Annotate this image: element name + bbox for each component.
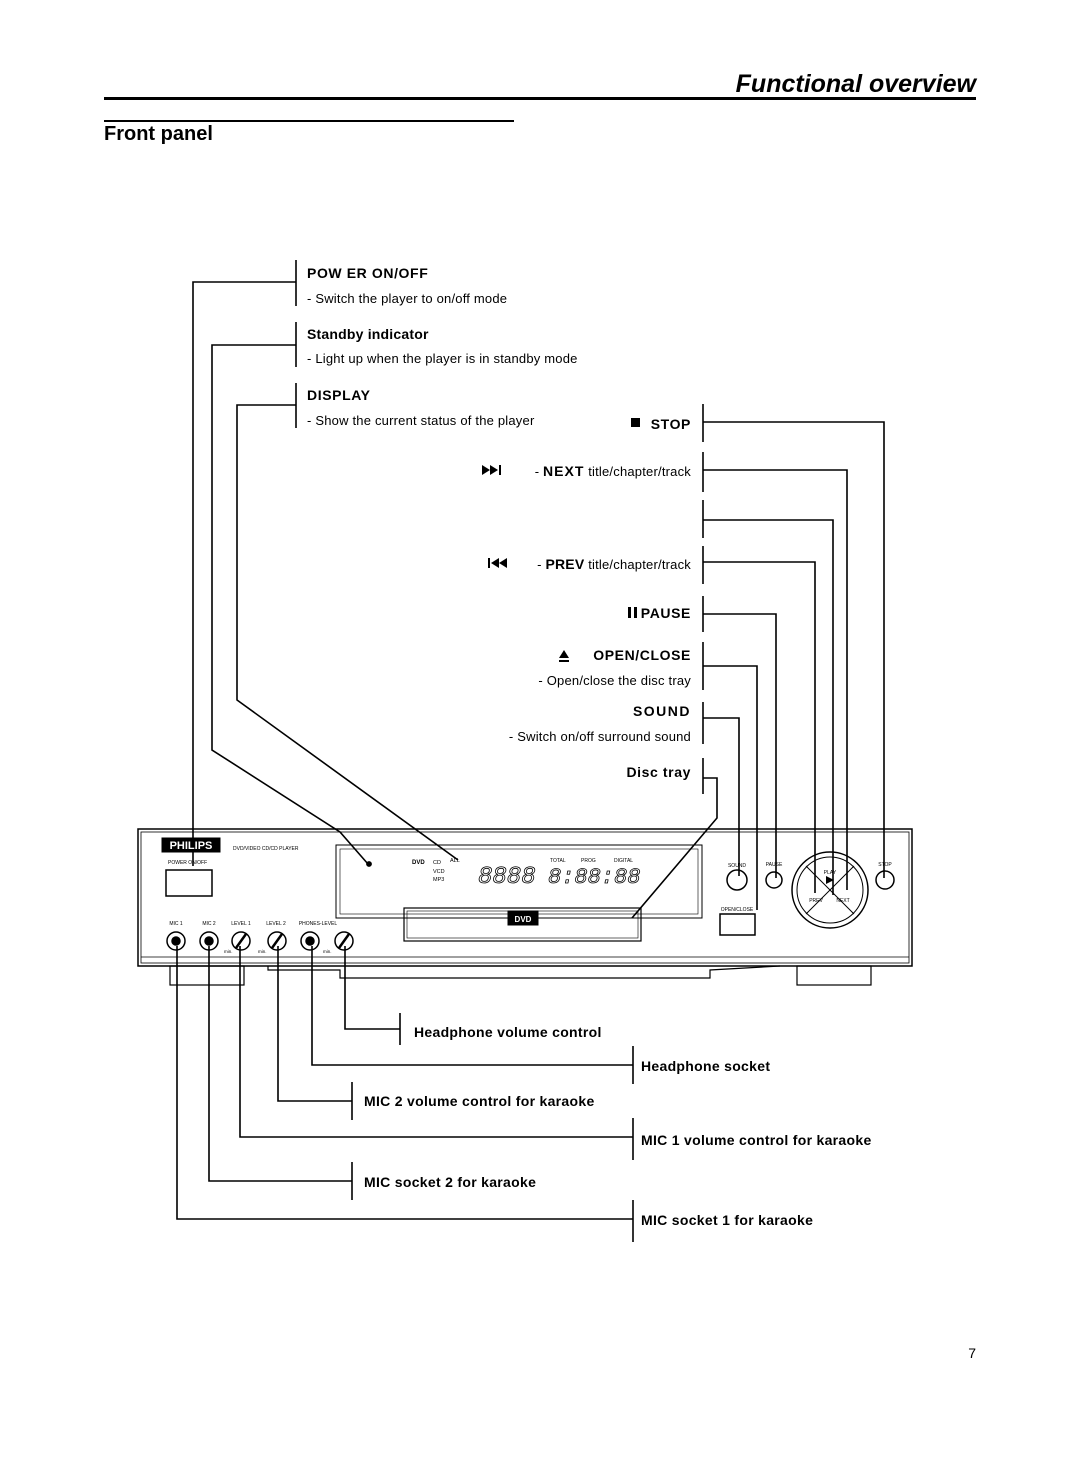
svg-text:DVD: DVD bbox=[412, 860, 425, 866]
stop-label: STOP bbox=[650, 416, 691, 432]
next-desc: title/chapter/track bbox=[588, 464, 691, 479]
device-model: DVD/VIDEO CD/CD PLAYER bbox=[233, 846, 299, 852]
mic1-socket-label: MIC socket 1 for karaoke bbox=[641, 1212, 814, 1228]
svg-text:MIC 2: MIC 2 bbox=[202, 921, 216, 927]
open-close-label: OPEN/CLOSE bbox=[593, 647, 691, 663]
svg-text:PROG: PROG bbox=[581, 858, 596, 864]
display-label: DISPLAY bbox=[307, 387, 371, 403]
open-close-desc: - Open/close the disc tray bbox=[538, 673, 691, 688]
title-rule bbox=[104, 97, 976, 100]
svg-text:TOTAL: TOTAL bbox=[550, 858, 566, 864]
svg-text:LEVEL 2: LEVEL 2 bbox=[266, 921, 286, 927]
power-label: POW ER ON/OFF bbox=[307, 265, 429, 281]
svg-text:PHONES-LEVEL: PHONES-LEVEL bbox=[299, 921, 338, 927]
svg-text:PLAY: PLAY bbox=[824, 870, 837, 876]
power-desc: - Switch the player to on/off mode bbox=[307, 291, 508, 306]
standby-desc: - Light up when the player is in standby… bbox=[307, 351, 578, 366]
svg-text:8888: 8888 bbox=[478, 864, 536, 891]
headphone-socket-label: Headphone socket bbox=[641, 1058, 771, 1074]
svg-text:min.: min. bbox=[258, 949, 267, 954]
section-title: Front panel bbox=[104, 123, 213, 145]
mic2-socket-label: MIC socket 2 for karaoke bbox=[364, 1174, 537, 1190]
svg-text:STOP: STOP bbox=[878, 862, 892, 868]
mic2-volume-label: MIC 2 volume control for karaoke bbox=[364, 1093, 595, 1109]
dvd-player-front bbox=[137, 828, 913, 986]
svg-text:OPEN/CLOSE: OPEN/CLOSE bbox=[721, 907, 754, 913]
svg-text:MIC 1: MIC 1 bbox=[169, 921, 183, 927]
device-brand: PHILIPS bbox=[170, 840, 213, 852]
page-number: 7 bbox=[968, 1345, 976, 1361]
display-desc: - Show the current status of the player bbox=[307, 413, 535, 428]
svg-text:DIGITAL: DIGITAL bbox=[614, 858, 633, 864]
next-label: NEXT bbox=[543, 463, 585, 479]
sound-desc: - Switch on/off surround sound bbox=[508, 729, 691, 744]
standby-label: Standby indicator bbox=[307, 326, 429, 342]
sound-label: SOUND bbox=[632, 703, 691, 719]
svg-text:ALL: ALL bbox=[450, 858, 460, 864]
pause-label: PAUSE bbox=[640, 605, 691, 621]
svg-text:VCD: VCD bbox=[433, 869, 445, 875]
svg-text:PREV: PREV bbox=[809, 898, 823, 904]
svg-text:DVD: DVD bbox=[515, 915, 532, 924]
svg-text:NEXT: NEXT bbox=[836, 898, 849, 904]
svg-text:MP3: MP3 bbox=[433, 877, 444, 883]
section-rule bbox=[104, 120, 514, 122]
svg-text:LEVEL 1: LEVEL 1 bbox=[231, 921, 251, 927]
disc-tray-label: Disc tray bbox=[626, 764, 691, 780]
svg-text:SOUND: SOUND bbox=[728, 863, 746, 869]
prev-label: PREV bbox=[545, 556, 585, 572]
svg-text:CD: CD bbox=[433, 860, 441, 866]
device-power-label: POWER ON/OFF bbox=[168, 860, 207, 866]
svg-text:PAUSE: PAUSE bbox=[766, 862, 783, 868]
standby-indicator bbox=[366, 861, 372, 867]
headphone-volume-label: Headphone volume control bbox=[414, 1024, 602, 1040]
mic1-volume-label: MIC 1 volume control for karaoke bbox=[641, 1132, 872, 1148]
prev-line: - PREV title/chapter/track bbox=[537, 556, 691, 572]
page-title: Functional overview bbox=[735, 70, 976, 98]
prev-desc: title/chapter/track bbox=[588, 557, 691, 572]
next-line: - NEXT title/chapter/track bbox=[534, 463, 691, 479]
svg-text:min.: min. bbox=[224, 949, 233, 954]
svg-text:min.: min. bbox=[323, 949, 332, 954]
svg-text:8:88:88: 8:88:88 bbox=[548, 865, 640, 890]
